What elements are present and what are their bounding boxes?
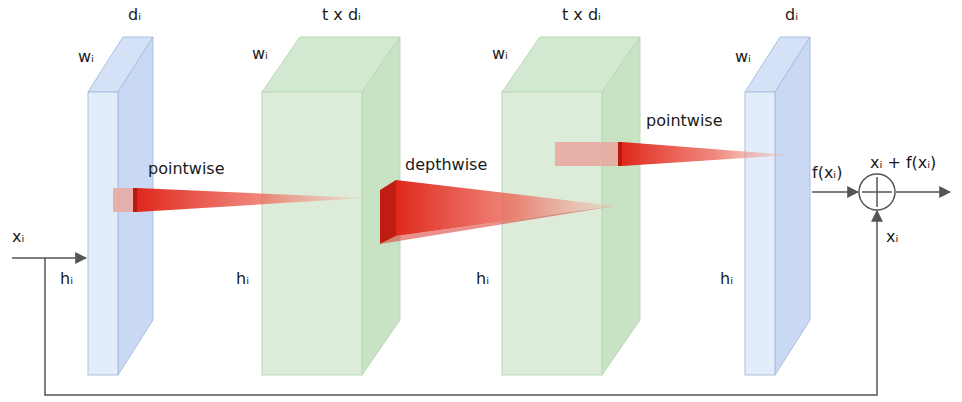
dimension-label: xᵢ + f(xᵢ)	[870, 154, 936, 172]
dimension-label: xᵢ	[886, 228, 898, 246]
dimension-label: depthwise	[405, 156, 487, 174]
dimension-label: pointwise	[148, 160, 225, 178]
residual-arrow	[812, 191, 858, 193]
dimension-label: hᵢ	[60, 270, 73, 288]
dimension-label: wᵢ	[252, 45, 268, 63]
pointwise-kernel	[555, 142, 790, 166]
dimension-label: f(xᵢ)	[812, 164, 842, 182]
dimension-label: wᵢ	[492, 45, 508, 63]
dimension-label: hᵢ	[476, 270, 489, 288]
dimension-label: wᵢ	[735, 48, 751, 66]
dimension-label: pointwise	[646, 112, 723, 130]
dimension-label: dᵢ	[785, 6, 798, 24]
dimension-label: hᵢ	[720, 270, 733, 288]
pointwise-kernel	[113, 188, 365, 212]
dimension-label: t x dᵢ	[562, 6, 601, 24]
depthwise-kernel	[380, 180, 615, 244]
dimension-label: hᵢ	[236, 270, 249, 288]
expanded-tensor-box	[262, 37, 400, 375]
dimension-label: wᵢ	[78, 48, 94, 66]
input-arrow	[12, 257, 86, 259]
sum-symbol	[859, 174, 895, 210]
dimension-label: t x dᵢ	[322, 6, 361, 24]
dimension-label: xᵢ	[12, 228, 24, 246]
skip-connection	[45, 211, 877, 395]
dimension-label: dᵢ	[128, 6, 141, 24]
output-arrow	[896, 191, 950, 193]
output-tensor-slab	[745, 37, 810, 375]
